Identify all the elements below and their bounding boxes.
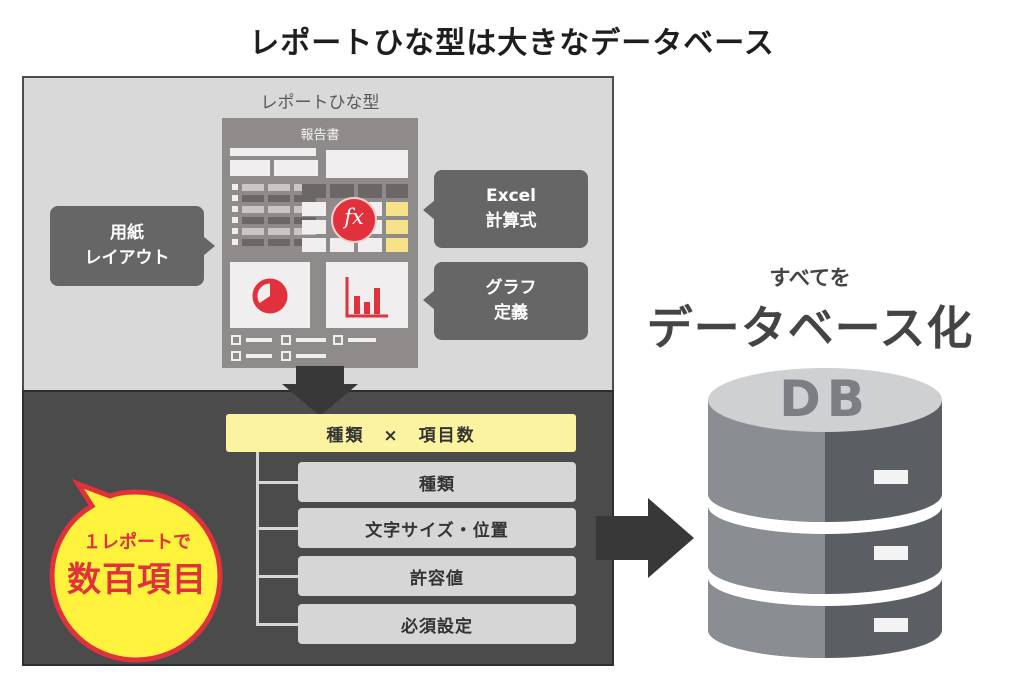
pie-chart-icon [252, 278, 288, 314]
tree-branch [256, 481, 298, 484]
subtitle: すべてを [769, 266, 851, 290]
badge-line2: 数百項目 [67, 560, 207, 600]
database-icon [708, 368, 942, 658]
doc-field-box [230, 160, 270, 176]
page-title: レポートひな型は大きなデータベース [249, 26, 775, 61]
callout-graph-definition: グラフ 定義 [434, 262, 588, 340]
callout-pointer [423, 290, 435, 310]
items-header: 種類 × 項目数 [226, 414, 576, 452]
headline: データベース化 [646, 301, 974, 355]
badge-starburst [49, 479, 223, 663]
right-arrow-icon [596, 498, 694, 578]
callout-pointer [203, 236, 215, 256]
tree-branch [256, 527, 298, 530]
item-type: 種類 [298, 462, 576, 502]
callout-pointer [423, 200, 435, 220]
doc-header-bar [230, 148, 316, 156]
doc-field-box [326, 150, 408, 178]
doc-table [232, 184, 408, 252]
item-required-setting: 必須設定 [298, 604, 576, 644]
item-tolerance: 許容値 [298, 556, 576, 596]
item-font-size-position: 文字サイズ・位置 [298, 508, 576, 548]
badge-line1: １レポートで [83, 532, 191, 553]
doc-footer-list [231, 335, 376, 361]
doc-field-box [274, 160, 318, 176]
callout-paper-layout: 用紙 レイアウト [50, 206, 204, 286]
db-label: DB [779, 370, 871, 428]
document-title: 報告書 [300, 128, 340, 143]
bar-chart-icon [345, 277, 388, 318]
down-arrow-icon [282, 366, 358, 416]
tree-branch [256, 575, 298, 578]
tree-line [256, 452, 259, 626]
template-label: レポートひな型 [260, 93, 380, 113]
tree-branch [256, 623, 298, 626]
formula-symbol: fx [344, 205, 364, 229]
formula-icon [331, 197, 377, 243]
callout-excel-formula: Excel 計算式 [434, 170, 588, 248]
